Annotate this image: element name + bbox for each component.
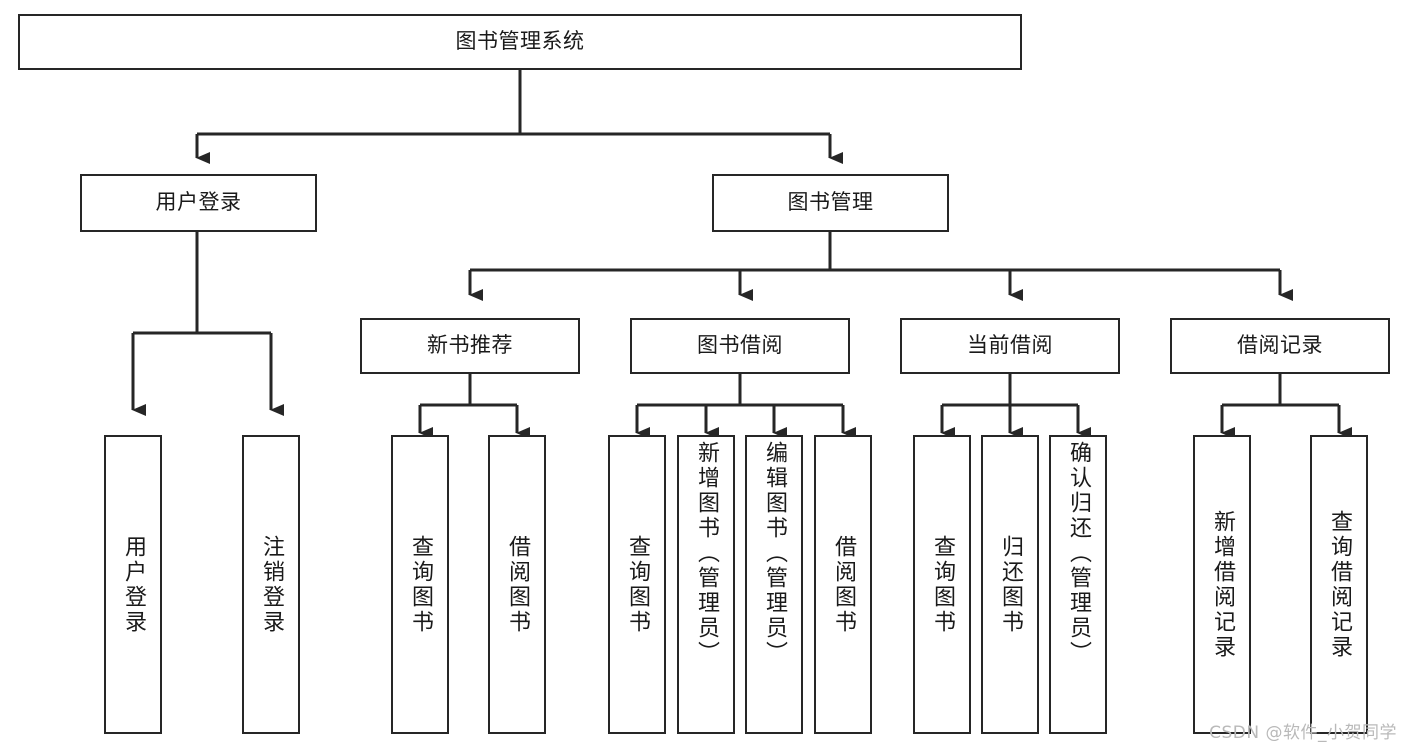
leaf-confirm-return-label: 确认归还（管理员） xyxy=(1066,441,1091,666)
watermark-text: CSDN @软件_小贺同学 xyxy=(1209,723,1397,743)
leaf-edit-book-label: 编辑图书（管理员） xyxy=(762,441,787,666)
node-current-borrow[interactable]: 当前借阅 xyxy=(900,318,1120,374)
leaf-add-book-label: 新增图书（管理员） xyxy=(694,441,719,666)
leaf-user-login[interactable]: 用户登录 xyxy=(104,435,162,734)
leaf-add-record-label: 新增借阅记录 xyxy=(1210,509,1235,660)
leaf-query-book-3[interactable]: 查询图书 xyxy=(913,435,971,734)
leaf-add-book[interactable]: 新增图书（管理员） xyxy=(677,435,735,734)
leaf-edit-book[interactable]: 编辑图书（管理员） xyxy=(745,435,803,734)
node-current-borrow-label: 当前借阅 xyxy=(967,333,1053,358)
leaf-borrow-book-2[interactable]: 借阅图书 xyxy=(814,435,872,734)
leaf-user-login-label: 用户登录 xyxy=(121,534,146,635)
node-book-manage-label: 图书管理 xyxy=(787,190,874,215)
leaf-query-book-2[interactable]: 查询图书 xyxy=(608,435,666,734)
leaf-query-book-3-label: 查询图书 xyxy=(930,534,955,635)
node-book-manage[interactable]: 图书管理 xyxy=(712,174,949,232)
leaf-query-record-label: 查询借阅记录 xyxy=(1327,509,1352,660)
node-new-book-recommend[interactable]: 新书推荐 xyxy=(360,318,580,374)
leaf-confirm-return[interactable]: 确认归还（管理员） xyxy=(1049,435,1107,734)
node-book-borrow-label: 图书借阅 xyxy=(697,333,783,358)
node-book-borrow[interactable]: 图书借阅 xyxy=(630,318,850,374)
node-user-login[interactable]: 用户登录 xyxy=(80,174,317,232)
node-root-label: 图书管理系统 xyxy=(455,29,585,54)
leaf-borrow-book-1[interactable]: 借阅图书 xyxy=(488,435,546,734)
leaf-add-record[interactable]: 新增借阅记录 xyxy=(1193,435,1251,734)
leaf-return-book[interactable]: 归还图书 xyxy=(981,435,1039,734)
node-user-login-label: 用户登录 xyxy=(155,190,242,215)
leaf-query-book-1-label: 查询图书 xyxy=(408,534,433,635)
node-root[interactable]: 图书管理系统 xyxy=(18,14,1022,70)
leaf-return-book-label: 归还图书 xyxy=(998,534,1023,635)
leaf-query-record[interactable]: 查询借阅记录 xyxy=(1310,435,1368,734)
leaf-logout-label: 注销登录 xyxy=(259,534,284,635)
node-new-book-recommend-label: 新书推荐 xyxy=(427,333,513,358)
node-borrow-record[interactable]: 借阅记录 xyxy=(1170,318,1390,374)
leaf-query-book-1[interactable]: 查询图书 xyxy=(391,435,449,734)
leaf-query-book-2-label: 查询图书 xyxy=(625,534,650,635)
leaf-borrow-book-1-label: 借阅图书 xyxy=(505,534,530,635)
leaf-borrow-book-2-label: 借阅图书 xyxy=(831,534,856,635)
leaf-logout[interactable]: 注销登录 xyxy=(242,435,300,734)
node-borrow-record-label: 借阅记录 xyxy=(1237,333,1323,358)
